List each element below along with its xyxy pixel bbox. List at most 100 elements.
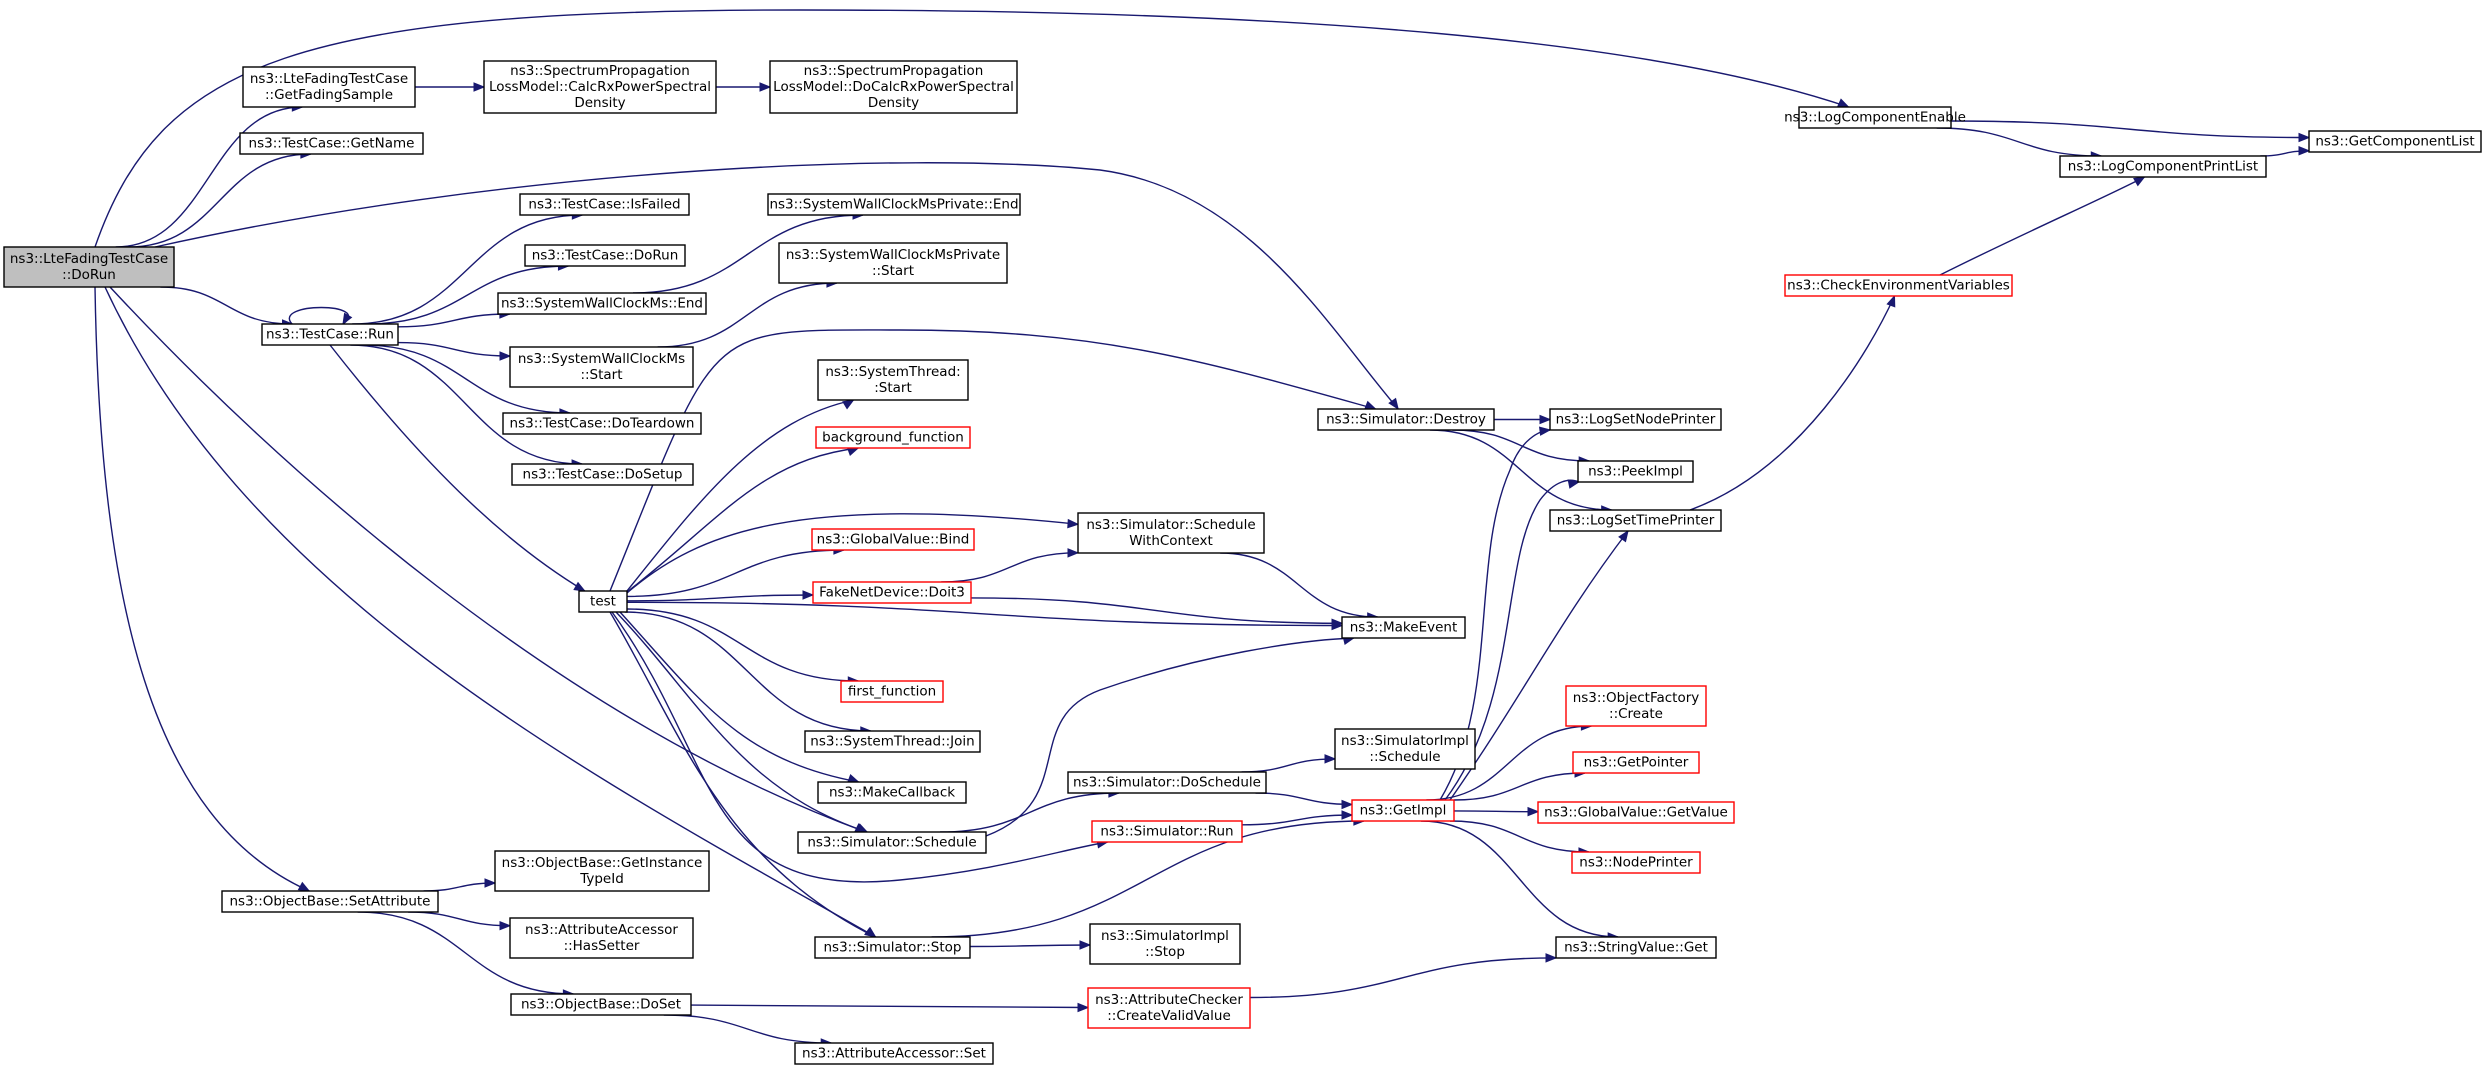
- node-box[interactable]: [519, 193, 690, 216]
- node-box[interactable]: [1077, 512, 1265, 554]
- node-box[interactable]: [804, 730, 981, 753]
- node-getPointer[interactable]: ns3::GetPointer: [1572, 751, 1700, 774]
- node-calcRxPSD[interactable]: ns3::SpectrumPropagationLossModel::CalcR…: [483, 60, 717, 114]
- node-doCalcRxPSD[interactable]: ns3::SpectrumPropagationLossModel::DoCal…: [769, 60, 1018, 114]
- node-simImplStop[interactable]: ns3::SimulatorImpl::Stop: [1089, 923, 1241, 965]
- node-stStart[interactable]: ns3::SystemThread::Start: [817, 359, 969, 401]
- node-box[interactable]: [1577, 460, 1694, 483]
- node-box[interactable]: [2308, 130, 2482, 153]
- node-swcPrivStart[interactable]: ns3::SystemWallClockMsPrivate::Start: [778, 242, 1008, 284]
- node-box[interactable]: [1317, 408, 1495, 431]
- node-stringValueGet[interactable]: ns3::StringValue::Get: [1555, 936, 1717, 959]
- node-box[interactable]: [815, 426, 971, 449]
- node-logComponentEnable[interactable]: ns3::LogComponentEnable: [1784, 106, 1966, 129]
- node-objFactoryCreate[interactable]: ns3::ObjectFactory::Create: [1565, 685, 1707, 727]
- node-doSet[interactable]: ns3::ObjectBase::DoSet: [510, 993, 692, 1016]
- node-box[interactable]: [1555, 936, 1717, 959]
- node-box[interactable]: [509, 346, 694, 388]
- node-box[interactable]: [1087, 987, 1251, 1029]
- node-box[interactable]: [483, 60, 717, 114]
- node-swcEnd[interactable]: ns3::SystemWallClockMs::End: [497, 292, 707, 315]
- node-box[interactable]: [1798, 106, 1952, 129]
- node-box[interactable]: [494, 850, 710, 892]
- node-accessorSet[interactable]: ns3::AttributeAccessor::Set: [794, 1042, 994, 1065]
- node-createValidValue[interactable]: ns3::AttributeChecker::CreateValidValue: [1087, 987, 1251, 1029]
- node-tcDoRun[interactable]: ns3::TestCase::DoRun: [524, 244, 686, 267]
- node-simSchedule[interactable]: ns3::Simulator::Schedule: [797, 831, 987, 854]
- node-box[interactable]: [769, 60, 1018, 114]
- node-bgFunction[interactable]: background_function: [815, 426, 971, 449]
- node-gvBind[interactable]: ns3::GlobalValue::Bind: [811, 528, 975, 551]
- node-box[interactable]: [1341, 616, 1466, 639]
- node-logSetTimePrinter[interactable]: ns3::LogSetTimePrinter: [1549, 509, 1722, 532]
- node-box[interactable]: [812, 581, 972, 604]
- node-getImpl[interactable]: ns3::GetImpl: [1351, 799, 1455, 822]
- node-box[interactable]: [242, 66, 416, 108]
- node-doit3[interactable]: FakeNetDevice::Doit3: [812, 581, 972, 604]
- node-box[interactable]: [3, 246, 175, 288]
- node-getComponentList[interactable]: ns3::GetComponentList: [2308, 130, 2482, 153]
- node-getName[interactable]: ns3::TestCase::GetName: [239, 132, 424, 155]
- node-box[interactable]: [767, 193, 1021, 216]
- node-simDoSchedule[interactable]: ns3::Simulator::DoSchedule: [1067, 771, 1267, 794]
- node-swcPrivEnd[interactable]: ns3::SystemWallClockMsPrivate::End: [767, 193, 1021, 216]
- node-box[interactable]: [1571, 851, 1701, 874]
- node-box[interactable]: [840, 680, 944, 703]
- node-box[interactable]: [261, 323, 399, 346]
- node-box[interactable]: [1784, 274, 2013, 297]
- node-box[interactable]: [794, 1042, 994, 1065]
- node-tcRun[interactable]: ns3::TestCase::Run: [261, 323, 399, 346]
- node-box[interactable]: [1549, 509, 1722, 532]
- node-checkEnvVars[interactable]: ns3::CheckEnvironmentVariables: [1784, 274, 2013, 297]
- node-box[interactable]: [797, 831, 987, 854]
- node-nodePrinter[interactable]: ns3::NodePrinter: [1571, 851, 1701, 874]
- node-peekImpl[interactable]: ns3::PeekImpl: [1577, 460, 1694, 483]
- node-swcStart[interactable]: ns3::SystemWallClockMs::Start: [509, 346, 694, 388]
- node-box[interactable]: [1572, 751, 1700, 774]
- node-logSetNodePrinter[interactable]: ns3::LogSetNodePrinter: [1549, 408, 1722, 431]
- node-makeEvent[interactable]: ns3::MakeEvent: [1341, 616, 1466, 639]
- node-box[interactable]: [578, 590, 628, 613]
- node-box[interactable]: [510, 993, 692, 1016]
- node-root[interactable]: ns3::LteFadingTestCase::DoRun: [3, 246, 175, 288]
- node-box[interactable]: [1537, 801, 1735, 824]
- node-box[interactable]: [1565, 685, 1707, 727]
- node-test[interactable]: test: [578, 590, 628, 613]
- node-makeCallback[interactable]: ns3::MakeCallback: [817, 781, 967, 804]
- node-simImplSchedule[interactable]: ns3::SimulatorImpl::Schedule: [1334, 728, 1476, 770]
- node-box[interactable]: [511, 463, 694, 486]
- node-box[interactable]: [814, 936, 971, 959]
- node-simDestroy[interactable]: ns3::Simulator::Destroy: [1317, 408, 1495, 431]
- node-stJoin[interactable]: ns3::SystemThread::Join: [804, 730, 981, 753]
- node-box[interactable]: [1067, 771, 1267, 794]
- node-doTeardown[interactable]: ns3::TestCase::DoTeardown: [502, 412, 702, 435]
- node-simRun[interactable]: ns3::Simulator::Run: [1091, 820, 1243, 843]
- node-getFadingSample[interactable]: ns3::LteFadingTestCase::GetFadingSample: [242, 66, 416, 108]
- node-box[interactable]: [1091, 820, 1243, 843]
- node-isFailed[interactable]: ns3::TestCase::IsFailed: [519, 193, 690, 216]
- node-box[interactable]: [1334, 728, 1476, 770]
- node-box[interactable]: [239, 132, 424, 155]
- node-firstFunction[interactable]: first_function: [840, 680, 944, 703]
- node-hasSetter[interactable]: ns3::AttributeAccessor::HasSetter: [509, 917, 694, 959]
- node-doSetup[interactable]: ns3::TestCase::DoSetup: [511, 463, 694, 486]
- node-box[interactable]: [497, 292, 707, 315]
- node-box[interactable]: [1089, 923, 1241, 965]
- node-box[interactable]: [502, 412, 702, 435]
- node-box[interactable]: [778, 242, 1008, 284]
- node-box[interactable]: [817, 781, 967, 804]
- node-gvGetValue[interactable]: ns3::GlobalValue::GetValue: [1537, 801, 1735, 824]
- node-box[interactable]: [2059, 155, 2267, 178]
- node-logComponentPrintList[interactable]: ns3::LogComponentPrintList: [2059, 155, 2267, 178]
- node-box[interactable]: [524, 244, 686, 267]
- node-setAttribute[interactable]: ns3::ObjectBase::SetAttribute: [221, 890, 439, 913]
- node-box[interactable]: [811, 528, 975, 551]
- node-box[interactable]: [817, 359, 969, 401]
- node-simStop[interactable]: ns3::Simulator::Stop: [814, 936, 971, 959]
- node-box[interactable]: [509, 917, 694, 959]
- node-box[interactable]: [1549, 408, 1722, 431]
- node-box[interactable]: [1351, 799, 1455, 822]
- node-box[interactable]: [221, 890, 439, 913]
